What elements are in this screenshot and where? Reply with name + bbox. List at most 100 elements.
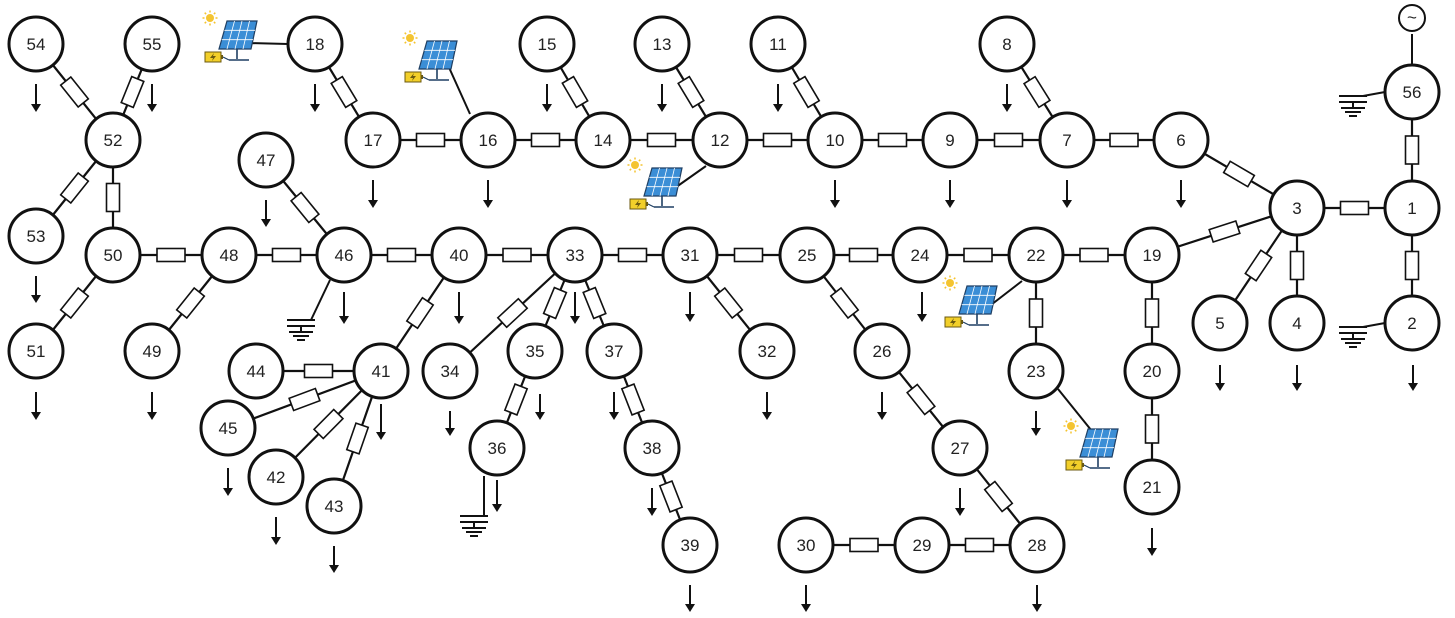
bus-label: 39 <box>681 536 700 555</box>
bus-label: 5 <box>1215 314 1224 333</box>
impedance-box <box>1208 219 1241 244</box>
load-arrow-icon <box>570 292 580 324</box>
bus-circle <box>738 322 796 380</box>
sun-icon <box>206 14 214 22</box>
bus-8: 8 <box>978 15 1036 73</box>
bus-label: 25 <box>798 246 817 265</box>
bus-1: 1 <box>1383 179 1441 237</box>
load-arrow-icon <box>31 84 41 112</box>
bus-21: 21 <box>1123 458 1181 516</box>
sun-icon <box>406 34 414 42</box>
impedance-box <box>271 247 302 263</box>
bus-circle <box>506 322 564 380</box>
bus-circle <box>931 419 989 477</box>
impedance-box <box>677 75 705 109</box>
load-arrow-icon <box>329 546 339 573</box>
bus-circle <box>1268 179 1326 237</box>
bus-30: 30 <box>777 516 835 574</box>
load-arrow-icon <box>454 292 464 324</box>
bus-circle <box>459 111 517 169</box>
impedance-box <box>1028 298 1044 328</box>
load-arrow-icon <box>685 292 695 322</box>
bus-label: 45 <box>219 419 238 438</box>
bus-label: 11 <box>769 35 787 54</box>
impedance-box <box>542 286 568 320</box>
bus-label: 3 <box>1292 199 1301 218</box>
bus-label: 41 <box>372 362 391 381</box>
impedance-box <box>496 297 529 329</box>
solar-panel-icon <box>402 30 458 83</box>
bus-label: 36 <box>488 439 507 458</box>
bus-13: 13 <box>633 15 691 73</box>
bus-27: 27 <box>931 419 989 477</box>
bus-label: 24 <box>911 246 930 265</box>
impedance-box <box>762 132 793 148</box>
bus-53: 53 <box>7 207 65 265</box>
bus-15: 15 <box>518 15 576 73</box>
bus-31: 31 <box>661 226 719 284</box>
load-arrow-icon <box>376 404 386 440</box>
load-arrow-icon <box>147 392 157 420</box>
bus-circle <box>978 15 1036 73</box>
bus-circle <box>1008 516 1066 574</box>
load-arrow-icon <box>955 488 965 516</box>
solar-panel-icon <box>627 157 683 210</box>
bus-label: 38 <box>643 439 662 458</box>
load-arrow-icon <box>762 392 772 420</box>
impedance-box <box>1404 250 1420 281</box>
bus-label: 37 <box>605 342 624 361</box>
bus-32: 32 <box>738 322 796 380</box>
bus-label: 7 <box>1062 131 1071 150</box>
buses-layer: 1234567891011121314151617181920212223242… <box>7 15 1441 574</box>
bus-circle <box>585 322 643 380</box>
bus-label: 30 <box>797 536 816 555</box>
bus-label: 34 <box>441 362 460 381</box>
load-arrow-icon <box>271 517 281 545</box>
load-arrow-icon <box>1176 180 1186 208</box>
load-arrow-icon <box>445 411 455 436</box>
bus-46: 46 <box>315 226 373 284</box>
load-arrow-icon <box>31 276 41 303</box>
impedance-box <box>963 247 993 263</box>
bus-label: 17 <box>364 131 383 150</box>
bus-55: 55 <box>123 15 181 73</box>
bus-label: 29 <box>913 536 932 555</box>
impedance-box <box>288 387 321 412</box>
bus-label: 44 <box>247 362 266 381</box>
bus-34: 34 <box>421 342 479 400</box>
load-arrow-icon <box>310 84 320 112</box>
bus-circle <box>200 226 258 284</box>
bus-label: 6 <box>1176 131 1185 150</box>
capacitor-icon <box>1339 322 1386 348</box>
bus-label: 28 <box>1028 536 1047 555</box>
bus-circle <box>430 226 488 284</box>
impedance-box <box>792 75 821 109</box>
load-arrow-icon <box>1062 180 1072 208</box>
bus-38: 38 <box>623 419 681 477</box>
sun-icon <box>1067 422 1075 430</box>
bus-label: 22 <box>1027 246 1046 265</box>
devices-layer: ~ <box>31 4 1426 612</box>
bus-circle <box>518 15 576 73</box>
bus-circle <box>305 477 363 535</box>
sun-icon <box>946 279 954 287</box>
bus-circle <box>84 111 142 169</box>
impedance-box <box>561 75 589 109</box>
bus-37: 37 <box>585 322 643 380</box>
solar-panel-icon <box>202 10 258 63</box>
load-arrow-icon <box>1147 528 1157 556</box>
bus-label: 53 <box>27 227 46 246</box>
load-arrow-icon <box>657 84 667 112</box>
load-arrow-icon <box>339 292 349 324</box>
bus-label: 51 <box>27 342 46 361</box>
bus-39: 39 <box>661 516 719 574</box>
bus-label: 47 <box>257 151 276 170</box>
load-arrow-icon <box>1031 411 1041 436</box>
impedance-box <box>906 383 936 416</box>
bus-label: 12 <box>711 131 730 150</box>
bus-label: 1 <box>1407 199 1416 218</box>
bus-19: 19 <box>1123 226 1181 284</box>
bus-2: 2 <box>1383 294 1441 352</box>
bus-4: 4 <box>1268 294 1326 352</box>
